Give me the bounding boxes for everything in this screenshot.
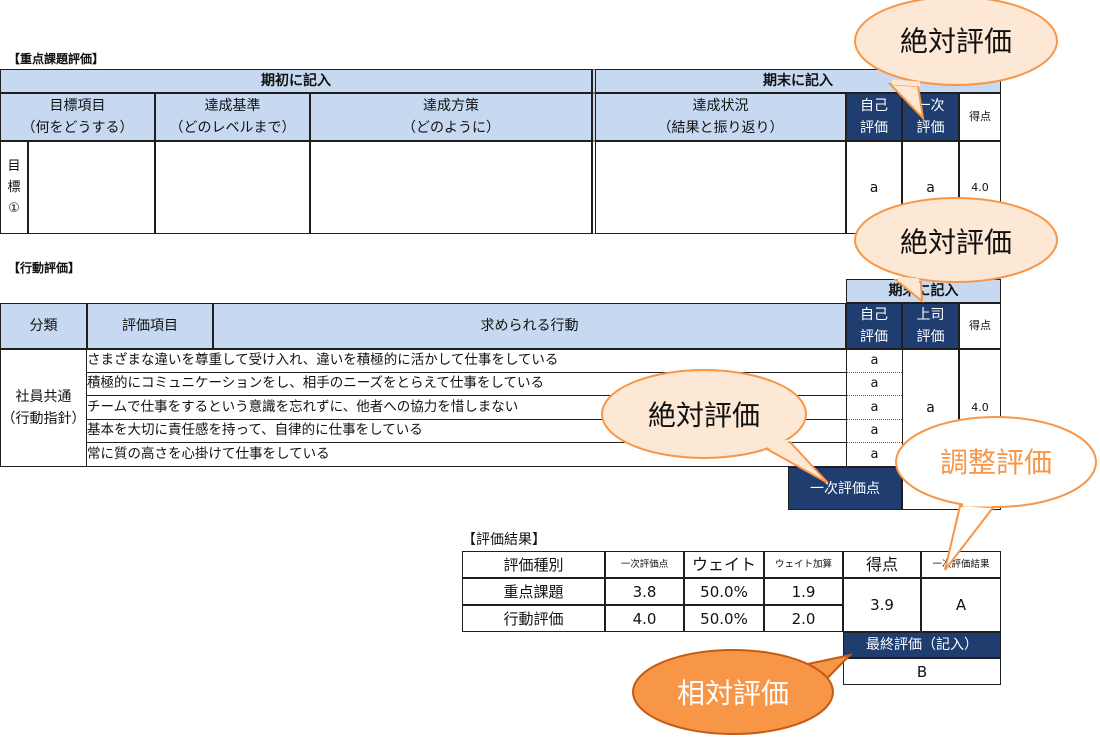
result-cell: 重点課題 xyxy=(462,578,605,605)
result-cell: 4.0 xyxy=(605,605,684,632)
result-header: 一次評価結果 xyxy=(921,551,1001,578)
result-header: 評価種別 xyxy=(462,551,605,578)
callout-text-absolute-1: 絶対評価 xyxy=(899,25,1012,58)
kodo-first-score-label: 一次評価点 xyxy=(788,467,902,510)
kodo-col-behavior: 求められる行動 xyxy=(213,303,846,349)
result-header: ウェイト xyxy=(684,551,764,578)
result-cell: 50.0% xyxy=(684,605,764,632)
kodo-col-self-line1: 自己 xyxy=(860,307,888,323)
kodo-col-self: 自己 評価 xyxy=(846,303,902,349)
result-cell: 2.0 xyxy=(764,605,843,632)
juten-col-status-line2: （結果と振り返り） xyxy=(657,120,784,136)
callout-text-relative: 相対評価 xyxy=(676,677,789,710)
kodo-col-self-line2: 評価 xyxy=(860,329,888,345)
kodo-col-boss: 上司 評価 xyxy=(902,303,959,349)
result-cell: 1.9 xyxy=(764,578,843,605)
juten-col-level: 達成基準 （どのレベルまで） xyxy=(155,93,310,141)
kodo-self-value[interactable]: a xyxy=(870,422,879,438)
callout-text-absolute-3: 絶対評価 xyxy=(647,399,760,432)
kodo-behavior-row: チームで仕事をするという意識を忘れずに、他者への協力を惜しまない xyxy=(87,399,519,415)
juten-group-left: 期初に記入 xyxy=(0,69,592,93)
callout-text-adjust: 調整評価 xyxy=(939,446,1052,479)
result-cell: 3.8 xyxy=(605,578,684,605)
juten-col-method: 達成方策 （どのように） xyxy=(310,93,592,141)
kodo-col-category: 分類 xyxy=(0,303,87,349)
callout-bubble-1 xyxy=(887,82,925,121)
callout-bubble-3 xyxy=(762,440,829,484)
juten-status-input[interactable] xyxy=(592,141,846,234)
kodo-behavior-row: 基本を大切に責任感を持って、自律的に仕事をしている xyxy=(87,422,423,438)
kodo-col-score: 得点 xyxy=(959,303,1001,349)
kodo-col-item: 評価項目 xyxy=(87,303,213,349)
callout-bubble-3 xyxy=(601,369,807,459)
juten-goal-input[interactable] xyxy=(28,141,155,234)
kodo-behavior-row: 積極的にコミュニケーションをし、相手のニーズをとらえて仕事をしている xyxy=(87,375,544,391)
juten-col-score: 得点 xyxy=(959,93,1001,141)
result-total-score: 3.9 xyxy=(843,578,921,632)
result-cell: 50.0% xyxy=(684,578,764,605)
result-cell: 行動評価 xyxy=(462,605,605,632)
juten-level-input[interactable] xyxy=(155,141,310,234)
result-final-value[interactable]: B xyxy=(843,658,1001,685)
kodo-self-value[interactable]: a xyxy=(870,399,879,415)
callout-bubble-2 xyxy=(854,197,1058,283)
result-header: 一次評価点 xyxy=(605,551,684,578)
kodo-section-title: 【行動評価】 xyxy=(8,261,81,275)
kodo-self-value[interactable]: a xyxy=(870,352,879,368)
juten-col-self-line2: 評価 xyxy=(860,120,888,136)
juten-row-label-3: ① xyxy=(8,201,20,216)
result-final-label: 最終評価（記入） xyxy=(843,632,1001,658)
juten-row-label: 目 標 ① xyxy=(0,141,28,234)
kodo-col-boss-line1: 上司 xyxy=(916,307,945,323)
result-section-title: 【評価結果】 xyxy=(462,532,546,548)
kodo-category-line2: （行動指針） xyxy=(1,411,86,427)
kodo-behavior-row: さまざまな違いを尊重して受け入れ、違いを積極的に活かして仕事をしている xyxy=(87,352,559,368)
juten-col-goal: 目標項目 （何をどうする） xyxy=(0,93,155,141)
juten-col-level-line1: 達成基準 xyxy=(204,98,261,114)
juten-section-title: 【重点課題評価】 xyxy=(8,52,105,66)
juten-col-method-line2: （どのように） xyxy=(402,120,500,136)
result-first-result: A xyxy=(921,578,1001,632)
callout-text-absolute-2: 絶対評価 xyxy=(899,226,1012,259)
result-header: 得点 xyxy=(843,551,921,578)
juten-col-goal-line1: 目標項目 xyxy=(49,98,106,114)
juten-col-status: 達成状況 （結果と振り返り） xyxy=(592,93,846,141)
juten-row-label-1: 目 xyxy=(7,159,21,174)
juten-method-input[interactable] xyxy=(310,141,592,234)
juten-col-method-line1: 達成方策 xyxy=(423,98,479,114)
result-header: ウェイト加算 xyxy=(764,551,843,578)
juten-col-level-line2: （どのレベルまで） xyxy=(169,120,296,136)
kodo-self-value[interactable]: a xyxy=(870,446,879,462)
juten-col-status-line1: 達成状況 xyxy=(692,98,749,114)
kodo-behavior-row: 常に質の高さを心掛けて仕事をしている xyxy=(87,446,330,462)
kodo-self-value[interactable]: a xyxy=(870,375,879,391)
kodo-category-line1: 社員共通 xyxy=(15,389,72,405)
callout-bubble-adjust xyxy=(944,503,998,571)
juten-col-first-line1: 一次 xyxy=(916,98,945,114)
juten-col-first-line2: 評価 xyxy=(916,120,945,136)
kodo-col-boss-line2: 評価 xyxy=(916,329,945,345)
callout-bubble-1 xyxy=(854,0,1058,86)
juten-col-self-line1: 自己 xyxy=(860,98,888,114)
kodo-category: 社員共通 （行動指針） xyxy=(0,349,87,467)
juten-col-goal-line2: （何をどうする） xyxy=(21,120,134,136)
callout-bubble-relative xyxy=(632,649,834,735)
juten-col-self: 自己 評価 xyxy=(846,93,902,141)
juten-row-label-2: 標 xyxy=(7,180,21,195)
callout-bubble-adjust xyxy=(895,416,1097,508)
